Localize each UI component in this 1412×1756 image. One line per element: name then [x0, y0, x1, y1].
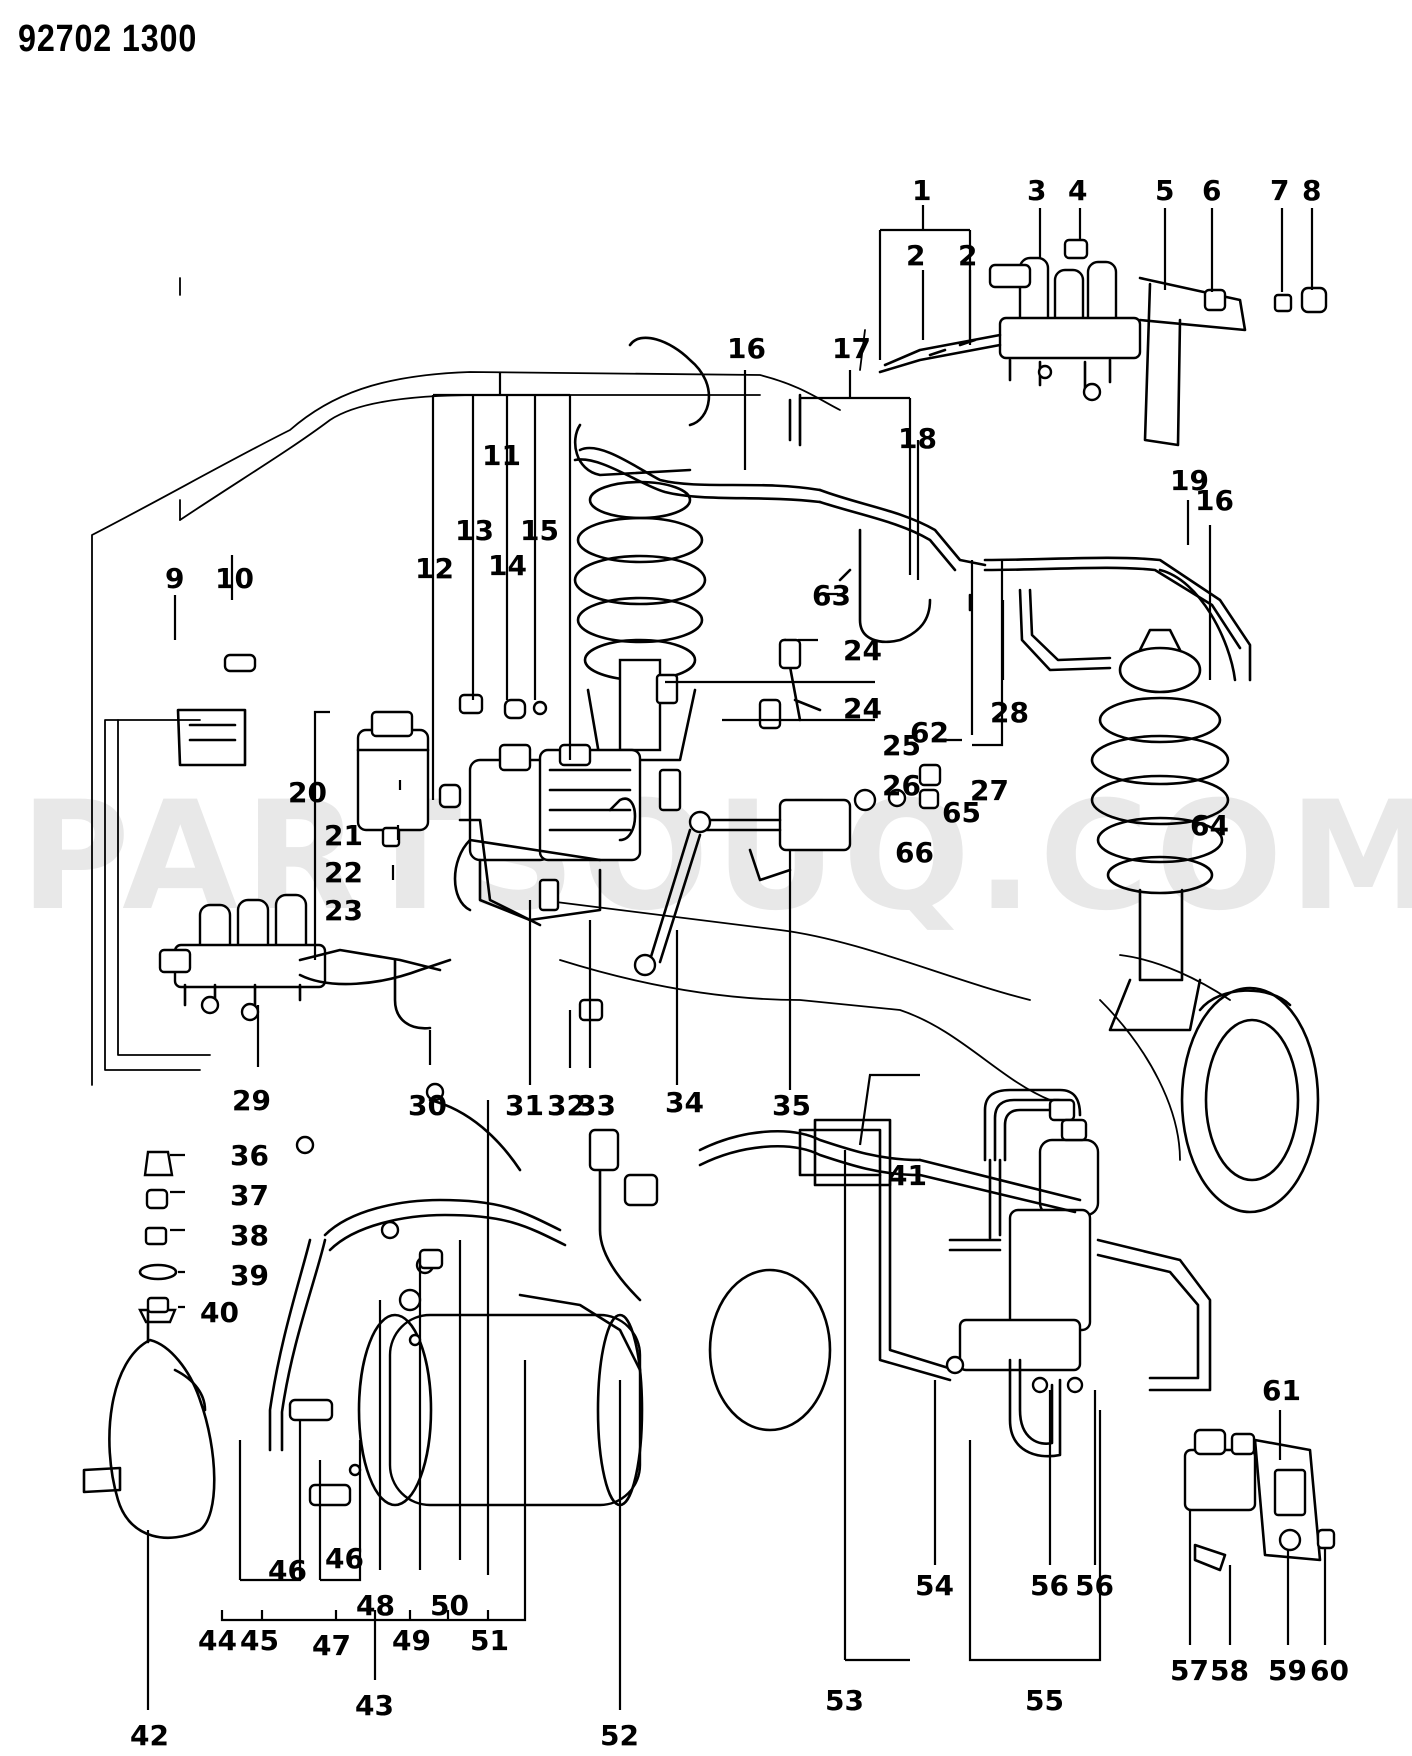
callout-18: 18: [898, 422, 937, 455]
callout-22: 22: [324, 856, 363, 889]
callout-26: 26: [882, 769, 921, 802]
callout-45: 45: [240, 1624, 279, 1657]
callout-43: 43: [355, 1689, 394, 1722]
pressure-switch-assembly: [1183, 1428, 1336, 1572]
vehicle-body-outline: [91, 277, 1231, 1161]
callout-53: 53: [825, 1684, 864, 1717]
callout-64: 64: [1190, 809, 1229, 842]
callout-34: 34: [665, 1086, 704, 1119]
part-code-header: 92702 1300: [18, 18, 198, 60]
callout-46b: 46: [325, 1542, 364, 1575]
air-dryer: [356, 710, 430, 848]
callout-65: 65: [942, 796, 981, 829]
fitting-parts-column: [138, 1150, 178, 1324]
air-reservoir-tank: [357, 1128, 659, 1507]
callout-labels: 1 2 2 3 4 5 6 7 8 9 10 11 12 13 14 15 16…: [130, 174, 1349, 1752]
callout-24b: 24: [843, 692, 882, 725]
reservoir-lines: [268, 1082, 567, 1507]
callout-17: 17: [832, 332, 871, 365]
callout-24a: 24: [843, 634, 882, 667]
callout-59: 59: [1268, 1654, 1307, 1687]
callout-52: 52: [600, 1719, 639, 1752]
hydraulic-unit: [708, 1138, 1100, 1432]
callout-28: 28: [990, 696, 1029, 729]
callout-2a: 2: [906, 239, 925, 272]
callout-3: 3: [1027, 174, 1046, 207]
callout-15: 15: [520, 514, 559, 547]
callout-33: 33: [577, 1089, 616, 1122]
callout-50: 50: [430, 1589, 469, 1622]
callout-36: 36: [230, 1139, 269, 1172]
callout-4: 4: [1068, 174, 1087, 207]
callout-48: 48: [356, 1589, 395, 1622]
callout-35: 35: [772, 1089, 811, 1122]
callout-21: 21: [324, 819, 363, 852]
mounting-strap: [82, 1308, 216, 1540]
callout-55: 55: [1025, 1684, 1064, 1717]
callout-32: 32: [547, 1089, 586, 1122]
callout-25: 25: [882, 729, 921, 762]
callout-23: 23: [324, 894, 363, 927]
callout-41: 41: [888, 1159, 927, 1192]
callout-61: 61: [1262, 1374, 1301, 1407]
callout-54: 54: [915, 1569, 954, 1602]
callout-37: 37: [230, 1179, 269, 1212]
callout-16a: 16: [727, 332, 766, 365]
callout-56a: 56: [1030, 1569, 1069, 1602]
height-sensor: [633, 798, 852, 977]
solenoid-valve-left: [158, 893, 452, 1030]
callout-60: 60: [1310, 1654, 1349, 1687]
callout-7: 7: [1270, 174, 1289, 207]
callout-49: 49: [392, 1624, 431, 1657]
callout-1: 1: [912, 174, 931, 207]
callout-46a: 46: [268, 1554, 307, 1587]
callout-14: 14: [488, 549, 527, 582]
callout-62: 62: [910, 716, 949, 749]
callout-5: 5: [1155, 174, 1174, 207]
callout-63: 63: [812, 579, 851, 612]
callout-20: 20: [288, 776, 327, 809]
front-wheel-hub: [1180, 986, 1320, 1214]
leader-lines: [146, 205, 1327, 1710]
callout-30: 30: [408, 1089, 447, 1122]
callout-51: 51: [470, 1624, 509, 1657]
callout-8: 8: [1302, 174, 1321, 207]
callout-40: 40: [200, 1296, 239, 1329]
callout-31: 31: [505, 1089, 544, 1122]
front-strut-left: [573, 336, 711, 762]
callout-42: 42: [130, 1719, 169, 1752]
callout-44: 44: [198, 1624, 237, 1657]
callout-58: 58: [1210, 1654, 1249, 1687]
callout-66: 66: [895, 836, 934, 869]
hydraulic-lines: [698, 1088, 1212, 1458]
callout-6: 6: [1202, 174, 1221, 207]
callout-29: 29: [232, 1084, 271, 1117]
callout-9: 9: [165, 562, 184, 595]
callout-47: 47: [312, 1629, 351, 1662]
callout-16b: 16: [1195, 484, 1234, 517]
callout-10: 10: [215, 562, 254, 595]
compressor-assembly: [453, 743, 642, 922]
callout-12: 12: [415, 552, 454, 585]
small-hardware-upper: [176, 568, 942, 1022]
callout-38: 38: [230, 1219, 269, 1252]
callout-19: 19: [1170, 464, 1209, 497]
callout-11: 11: [482, 439, 521, 472]
callout-56b: 56: [1075, 1569, 1114, 1602]
callout-2b: 2: [958, 239, 977, 272]
callout-13: 13: [455, 514, 494, 547]
front-strut-right: [1090, 628, 1230, 1032]
brake-lines-upper: [573, 329, 1252, 682]
callout-39: 39: [230, 1259, 269, 1292]
valve-block-assembly: [988, 238, 1328, 447]
callout-57: 57: [1170, 1654, 1209, 1687]
callout-27: 27: [970, 774, 1009, 807]
